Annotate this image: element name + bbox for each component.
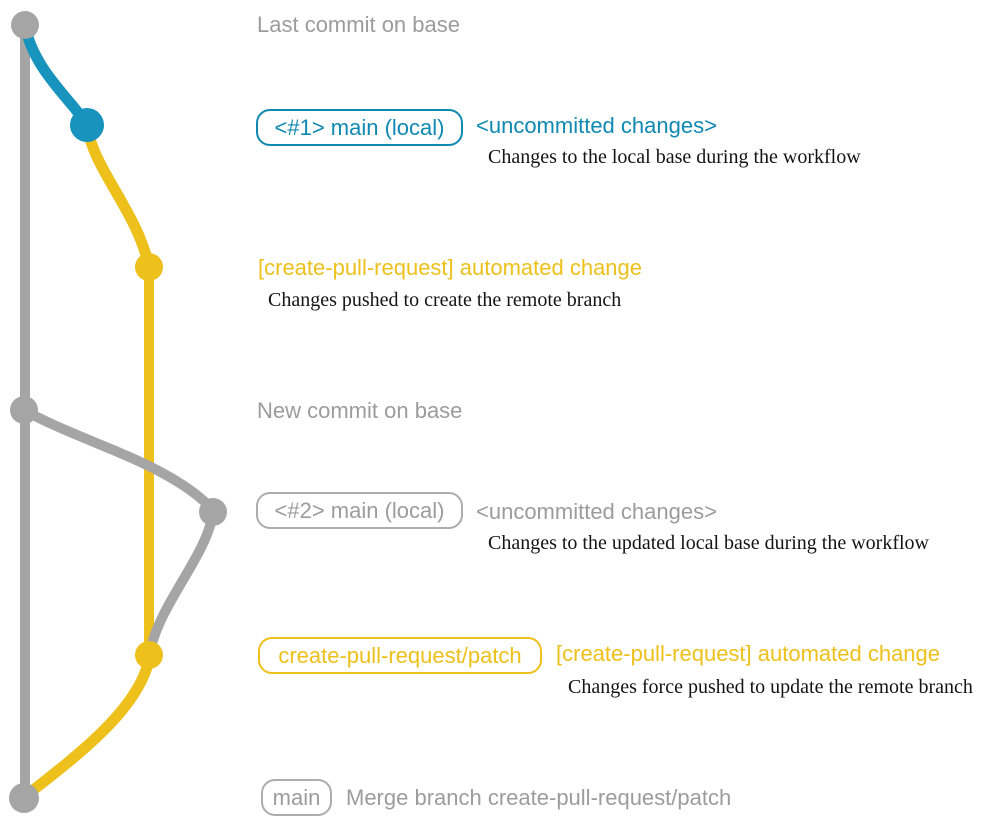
push1-note: Changes pushed to create the remote bran… <box>268 289 622 311</box>
branch-badge-main-local-1: <#1> main (local) <box>256 109 463 146</box>
automated-change-label-1: [create-pull-request] automated change <box>258 255 643 280</box>
uncommitted-changes-label-1: <uncommitted changes> <box>476 113 717 138</box>
updated-local-main-curve-out <box>19 405 218 515</box>
branch-badge-main: main <box>261 779 332 816</box>
branch1-note: Changes to the local base during the wor… <box>488 146 861 168</box>
push2-note: Changes force pushed to update the remot… <box>568 676 973 698</box>
branch-badge-main-local-2: <#2> main (local) <box>256 492 463 529</box>
branch2-note: Changes to the updated local base during… <box>488 532 929 554</box>
commit-dot-local-main-1 <box>70 108 104 142</box>
commit-dot-automated-change-1 <box>135 253 163 281</box>
commit-dot-local-main-2 <box>199 498 227 526</box>
branch-badge-patch: create-pull-request/patch <box>258 637 542 674</box>
commit-dot-new-base <box>10 396 38 424</box>
commit-dot-last-base <box>11 11 39 39</box>
merge-message-label: Merge branch create-pull-request/patch <box>346 785 732 810</box>
patch-merge-curve <box>17 649 156 804</box>
uncommitted-changes-label-2: <uncommitted changes> <box>476 499 717 524</box>
automated-change-label-2: [create-pull-request] automated change <box>556 641 941 666</box>
updated-local-main-curve-in <box>145 507 218 658</box>
local-main-branch-curve <box>19 19 93 131</box>
commit-dot-automated-change-2 <box>135 641 163 669</box>
patch-branch-curve-top <box>81 119 155 273</box>
commit-dot-merge <box>9 783 39 813</box>
new-commit-label: New commit on base <box>257 398 463 423</box>
last-commit-label: Last commit on base <box>257 12 460 37</box>
